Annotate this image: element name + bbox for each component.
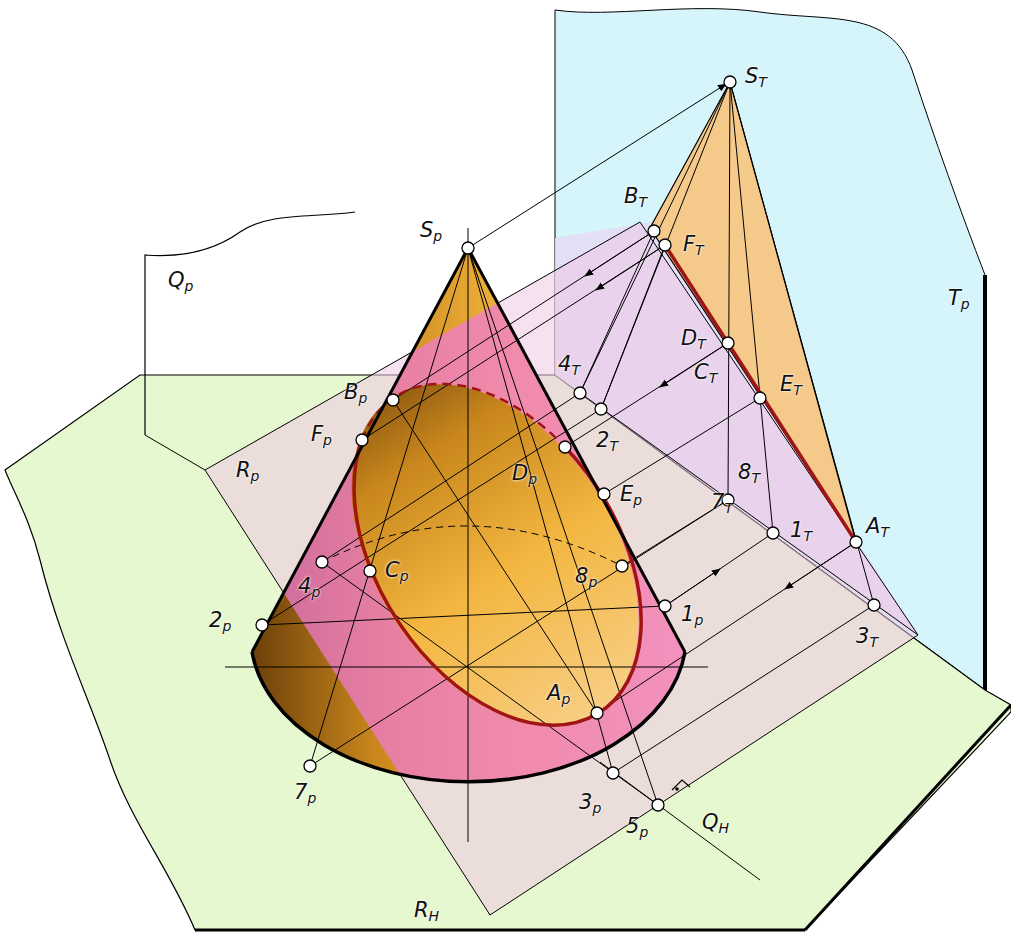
point-label: 7T [711,492,733,515]
point-label: Cp [385,560,409,583]
right-angle-mark [672,780,690,790]
points [256,76,880,811]
point-label: Tp [948,288,970,311]
point-label: Dp [512,463,537,486]
point-label: Ep [620,484,642,507]
point-label: 8p [575,566,597,589]
plane-edge [983,275,987,690]
point-label: BT [624,186,647,209]
point-label: ET [780,374,802,397]
point-label: 7p [294,782,316,805]
point-label: AT [866,516,889,539]
point-label: 4p [298,576,320,599]
point-label: QH [702,812,729,835]
cone-base [252,652,685,782]
point-label: 2p [209,610,231,633]
point-label: FT [683,234,704,257]
construction-lines [225,228,760,880]
cone-silhouette [468,248,685,652]
point-label: DT [681,328,706,351]
point-label: Qp [168,270,193,293]
cone-silhouette [252,248,468,652]
plane-q [145,435,205,470]
point-label: 3p [579,792,601,815]
point-label: Bp [344,382,367,405]
point-label: 3T [856,626,878,649]
section-interior [292,332,698,778]
point-label: 1p [681,604,703,627]
point-label: Sp [420,220,442,243]
section-curve [354,440,641,725]
right-angle-dot [675,787,679,791]
point-label: Fp [311,424,332,447]
ground-edge [805,705,1011,930]
point-label: 5p [626,816,648,839]
projection-lines [262,84,874,773]
plane-r [205,222,918,915]
cone-projection-t [650,82,856,542]
point-label: CT [694,362,717,385]
point-label: Ap [547,683,570,706]
point-label: 2T [596,430,618,453]
point-label: 1T [790,520,812,543]
ground-edge [195,929,805,932]
point-label: 4T [558,354,580,377]
point-label: ST [745,66,767,89]
plane-q [145,212,355,435]
section-line-t [665,245,856,542]
point-label: Rp [236,460,259,483]
point-label: 8T [738,462,760,485]
section-hidden [362,384,565,447]
point-label: RH [414,900,439,923]
plane-r-on-cone [205,222,918,915]
